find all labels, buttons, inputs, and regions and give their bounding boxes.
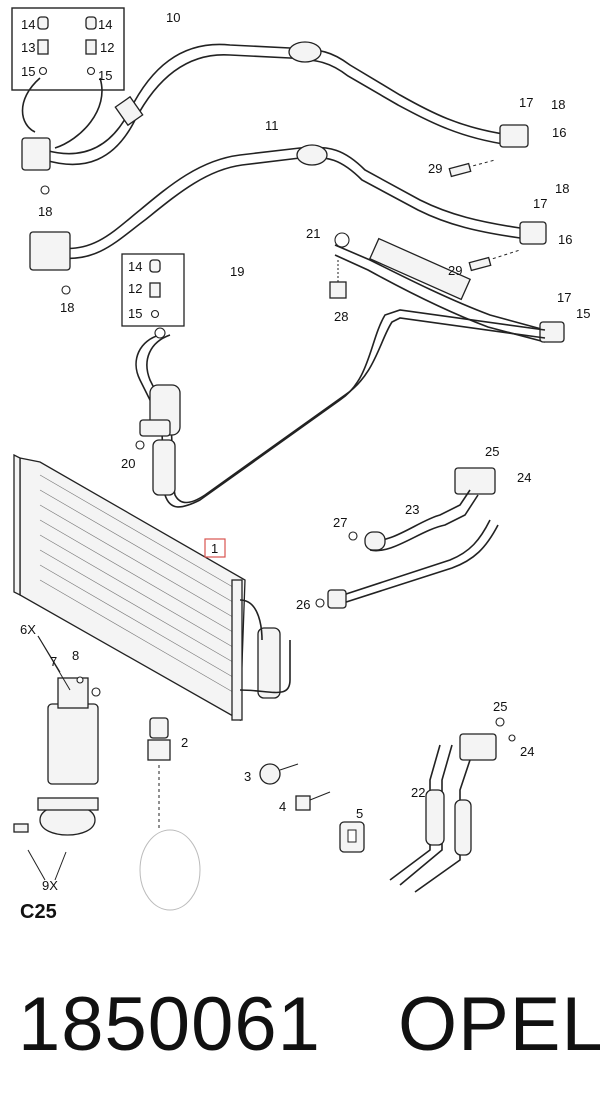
callout-4: 4 — [279, 799, 286, 814]
exploded-parts-diagram: 14 14 13 12 15 15 10 11 17 18 16 29 18 1… — [11, 7, 590, 923]
callout-23: 23 — [405, 502, 419, 517]
callout-28: 28 — [334, 309, 348, 324]
callout-13: 13 — [21, 40, 35, 55]
callout-3: 3 — [244, 769, 251, 784]
callout-15: 15 — [98, 68, 112, 83]
callout-19: 19 — [230, 264, 244, 279]
receiver-dryer — [37, 635, 101, 785]
highlight-box-1 — [204, 538, 226, 558]
bolts-29-28 — [329, 159, 521, 299]
figure-code: C25 — [20, 901, 57, 923]
callout-15: 15 — [576, 306, 590, 321]
valve-inset-top — [11, 7, 125, 149]
footer: 1850061 OPEL — [0, 975, 600, 1115]
callout-18: 18 — [38, 204, 52, 219]
callout-25: 25 — [493, 699, 507, 714]
hose-assembly-11 — [29, 144, 547, 295]
callout-24: 24 — [517, 470, 531, 485]
callout-17: 17 — [533, 196, 547, 211]
callout-26: 26 — [296, 597, 310, 612]
callout-17: 17 — [557, 290, 571, 305]
callout-2: 2 — [181, 735, 188, 750]
callout-20: 20 — [121, 456, 135, 471]
callout-12: 12 — [128, 281, 142, 296]
bolt-4 — [295, 791, 331, 811]
callout-7: 7 — [50, 654, 57, 669]
callout-15: 15 — [128, 306, 142, 321]
pressure-switch-2 — [139, 717, 201, 911]
callout-14: 14 — [128, 259, 142, 274]
valve-inset-mid — [121, 253, 185, 327]
callout-12: 12 — [100, 40, 114, 55]
pipe-assembly-23 — [348, 467, 496, 552]
callout-16: 16 — [552, 125, 566, 140]
callout-25: 25 — [485, 444, 499, 459]
callout-1: 1 — [211, 541, 218, 556]
condenser-1 — [13, 453, 291, 722]
callout-9x: 9X — [42, 878, 58, 893]
callout-5: 5 — [356, 806, 363, 821]
callout-27: 27 — [333, 515, 347, 530]
brand-name: OPEL — [398, 982, 600, 1067]
bracket-5 — [339, 821, 365, 853]
hose-assembly-10 — [21, 41, 529, 195]
callout-14: 14 — [21, 17, 35, 32]
hose-assembly-19 — [135, 309, 546, 508]
callout-29: 29 — [428, 161, 442, 176]
callout-10: 10 — [166, 10, 180, 25]
callout-18: 18 — [551, 97, 565, 112]
hose-assembly-21 — [334, 232, 565, 343]
callout-14: 14 — [98, 17, 112, 32]
callout-21: 21 — [306, 226, 320, 241]
callout-29: 29 — [448, 263, 462, 278]
callout-18: 18 — [555, 181, 569, 196]
callout-17: 17 — [519, 95, 533, 110]
callout-24: 24 — [520, 744, 534, 759]
bolt-3 — [259, 763, 299, 785]
callout-11: 11 — [265, 118, 279, 133]
callout-22: 22 — [411, 785, 425, 800]
pipe-assembly-22 — [389, 717, 516, 893]
callout-8: 8 — [72, 648, 79, 663]
mounting-clamp-9x — [13, 797, 99, 881]
part-number: 1850061 — [18, 982, 321, 1067]
pipe-assembly-26 — [315, 519, 499, 609]
callout-16: 16 — [558, 232, 572, 247]
callout-15: 15 — [21, 64, 35, 79]
callout-6x: 6X — [20, 622, 36, 637]
callout-18: 18 — [60, 300, 74, 315]
